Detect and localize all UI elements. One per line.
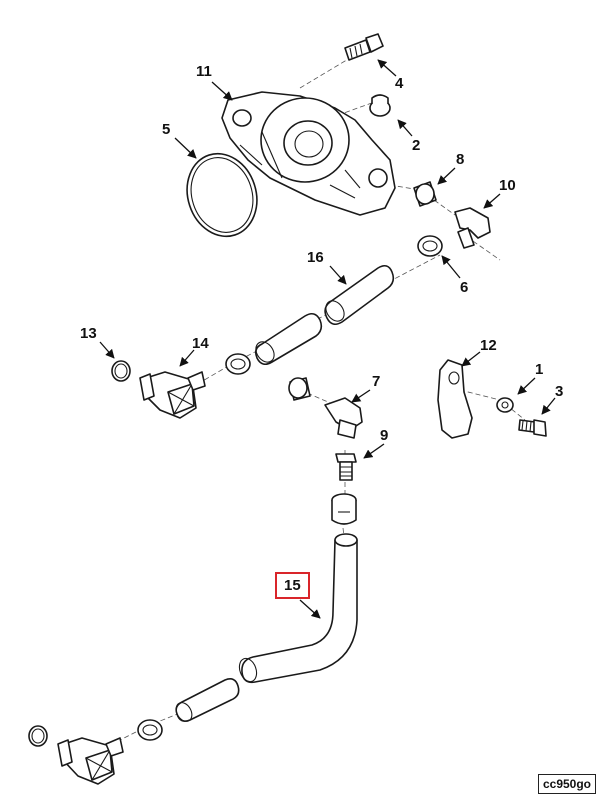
plug-part-2: [369, 94, 391, 117]
hose-part-16: [255, 264, 395, 366]
callout-6: 6: [460, 279, 469, 296]
callout-13: 13: [80, 325, 97, 342]
adapter-part-9: [335, 453, 357, 481]
bolt-part-4: [344, 33, 384, 61]
oring-part-13: [111, 360, 131, 382]
elbow-fitting-lower: [57, 737, 124, 785]
clamp-part-6: [417, 235, 443, 257]
callout-14: 14: [192, 335, 209, 352]
bracket-part-12: [437, 359, 473, 439]
pump-housing-part-11: [221, 91, 396, 216]
callout-12: 12: [480, 337, 497, 354]
bolt-part-3: [518, 419, 547, 437]
hose-part-15: [238, 533, 358, 684]
clamp-upper-left: [225, 353, 251, 375]
fitting-part-8: [413, 181, 437, 207]
callout-7: 7: [372, 373, 381, 390]
callout-16: 16: [307, 249, 324, 266]
callout-4: 4: [395, 75, 404, 92]
callout-5: 5: [162, 121, 171, 138]
oring-part-5: [186, 152, 258, 238]
callout-10: 10: [499, 177, 516, 194]
callout-2: 2: [412, 137, 421, 154]
oring-lower: [28, 725, 48, 747]
callout-8: 8: [456, 151, 465, 168]
callout-1: 1: [535, 361, 544, 378]
hose-lower-segment: [175, 678, 240, 722]
callout-3: 3: [555, 383, 564, 400]
clamp-middle: [331, 493, 357, 525]
clamp-lower: [137, 719, 163, 741]
figure-id: cc950go: [537, 774, 596, 794]
fitting-part-7: [288, 377, 363, 439]
elbow-fitting-part-14: [139, 371, 206, 419]
callout-11: 11: [196, 63, 212, 80]
elbow-fitting-part-10: [454, 207, 491, 249]
leader-lines: [99, 59, 556, 619]
callout-9: 9: [380, 427, 389, 444]
washer-part-1: [496, 397, 514, 413]
callout-15-highlighted: 15: [275, 572, 310, 599]
